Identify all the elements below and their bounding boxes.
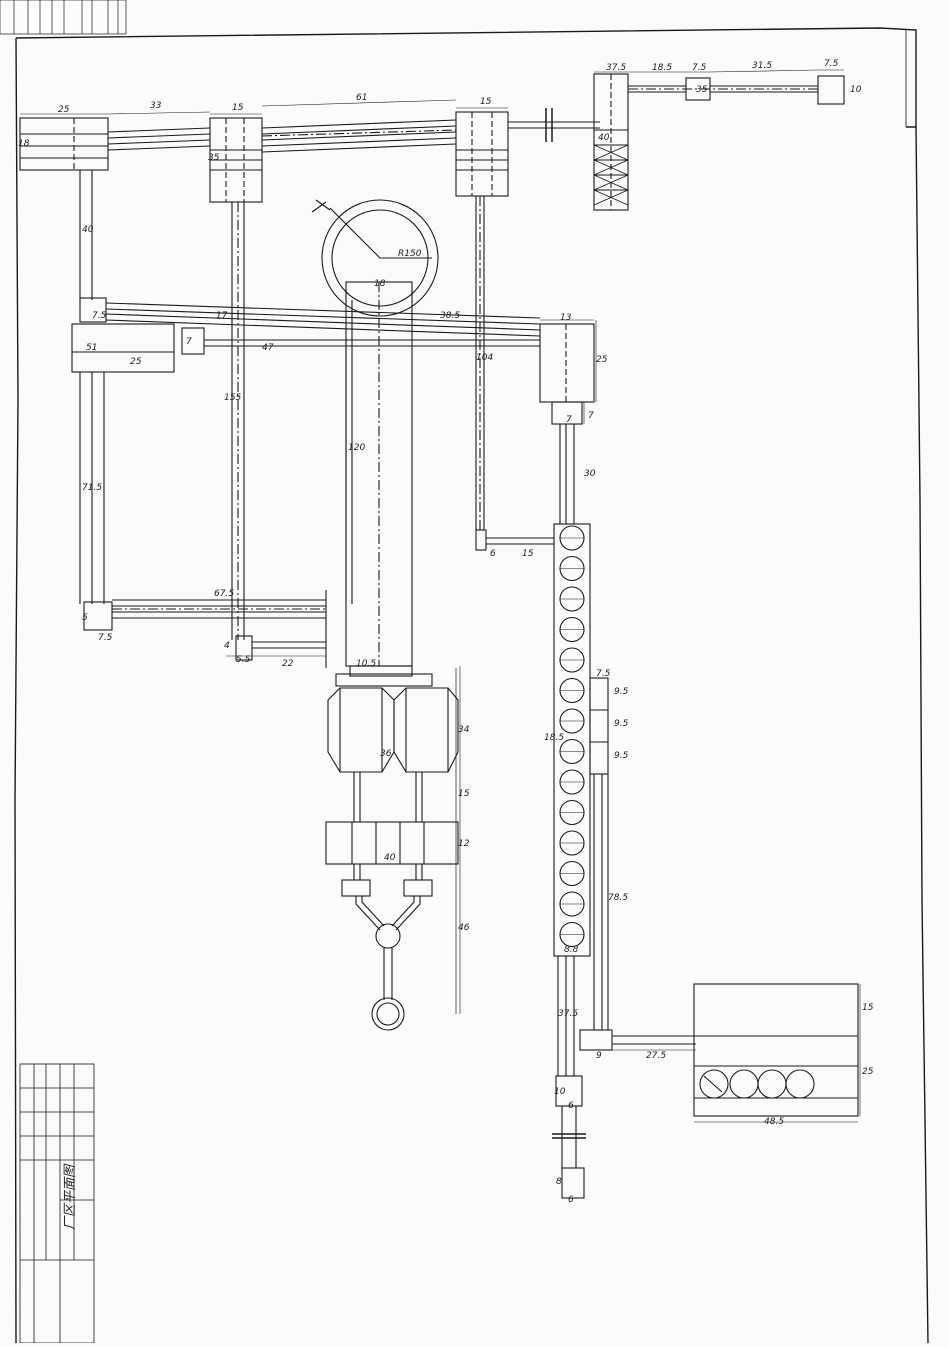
top-strip-table	[0, 0, 127, 35]
dim-c-675: 67.5	[214, 589, 234, 599]
dim-t-88: 8.8	[564, 945, 579, 955]
tank-column	[552, 523, 696, 1199]
tank-circles	[559, 525, 585, 948]
dim-t-95c: 9.5	[614, 751, 629, 761]
dim-tr-35: 35	[696, 85, 708, 95]
dim-c-155: 155	[224, 393, 241, 403]
dim-m-15: 15	[458, 789, 470, 799]
dim-top-33: 33	[150, 101, 162, 111]
dim-b-6b: 6	[568, 1195, 574, 1205]
dim-m-12: 12	[458, 839, 470, 849]
dim-tr-10: 10	[850, 85, 862, 95]
dimension-lines	[20, 69, 861, 1123]
dim-t-75: 7.5	[596, 669, 611, 679]
dim-top-25: 25	[58, 105, 70, 115]
dim-m-105: 10.5	[356, 659, 376, 669]
dim-left-25: 25	[130, 357, 142, 367]
dim-b-6a: 6	[568, 1101, 574, 1111]
dim-c-47: 47	[262, 343, 274, 353]
dim-top-15a: 15	[232, 103, 244, 113]
dim-m-34: 34	[458, 725, 470, 735]
dim-c-18: 18	[374, 279, 386, 289]
dim-m-40: 40	[384, 853, 396, 863]
right-upper-pipes	[475, 196, 595, 551]
bottom-right-tank	[693, 983, 859, 1117]
dim-ru-15: 15	[522, 549, 534, 559]
dim-b-10: 10	[554, 1087, 566, 1097]
dim-t-95b: 9.5	[614, 719, 629, 729]
dim-ru-104: 104	[476, 353, 493, 363]
central-column	[311, 199, 459, 1031]
top-pipeline	[19, 108, 600, 203]
dim-left-51: 51	[86, 343, 97, 353]
dim-t-95a: 9.5	[614, 687, 629, 697]
dim-left-75: 7.5	[92, 311, 107, 321]
dim-tr-315: 31.5	[752, 61, 772, 71]
dim-left-18: 18	[18, 139, 30, 149]
dim-c-120: 120	[348, 443, 365, 453]
dim-ru-13: 13	[560, 313, 572, 323]
truss-structure	[593, 73, 845, 211]
dim-c-r150: R150	[398, 249, 422, 259]
dim-m-46: 46	[458, 923, 470, 933]
dim-c-55: 5.5	[236, 655, 251, 665]
dim-b-9: 9	[596, 1051, 602, 1061]
dim-left-7: 7	[186, 337, 192, 347]
dim-ru-7b: 7	[588, 411, 594, 421]
dim-ru-30: 30	[584, 469, 596, 479]
dim-top-61: 61	[356, 93, 367, 103]
dim-c-17: 17	[216, 311, 228, 321]
dim-ru-385: 38.5	[440, 311, 460, 321]
dim-top-15b: 15	[480, 97, 492, 107]
dim-c-4: 4	[224, 641, 230, 651]
dim-tr-75b: 7.5	[824, 59, 839, 69]
dim-b-15: 15	[862, 1003, 874, 1013]
dim-left-40: 40	[82, 225, 94, 235]
dimension-labels: 25 33 15 61 15 37.5 18.5 7.5 31.5 7.5 10…	[18, 59, 874, 1205]
left-pipe-network	[71, 170, 541, 668]
dim-ru-25: 25	[596, 355, 608, 365]
dim-ru-7a: 7	[566, 415, 572, 425]
dim-m-36: 36	[380, 749, 392, 759]
dim-t-185: 18.5	[544, 733, 564, 743]
dim-tr-375: 37.5	[606, 63, 626, 73]
dim-b-8: 8	[556, 1177, 562, 1187]
dim-c-35: 35	[208, 153, 220, 163]
drawing-frame	[14, 27, 929, 1344]
dim-tr-185: 18.5	[652, 63, 672, 73]
dim-tr-40: 40	[598, 133, 610, 143]
dim-b-275: 27.5	[646, 1051, 666, 1061]
dim-t-375: 37.5	[558, 1009, 578, 1019]
dim-ru-6: 6	[490, 549, 496, 559]
dim-left-715: 71.5	[82, 483, 102, 493]
dim-c-22: 22	[282, 659, 294, 669]
title-block	[19, 1063, 95, 1344]
drawing-title: 厂区平面图	[63, 1163, 78, 1230]
dim-t-785: 78.5	[608, 893, 628, 903]
dim-b-25: 25	[862, 1067, 874, 1077]
dim-tr-75a: 7.5	[692, 63, 707, 73]
dim-left-75b: 7.5	[98, 633, 113, 643]
dim-left-5: 5	[82, 613, 88, 623]
